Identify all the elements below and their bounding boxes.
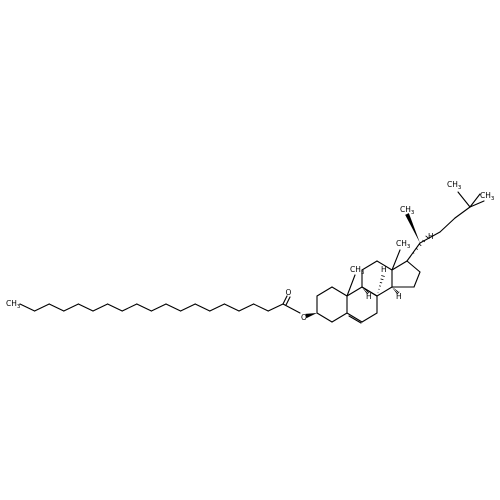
bond-10 [165,303,182,312]
bond-18 [282,295,288,305]
bond-32 [346,312,363,323]
atom-label-h-c17: H [428,232,434,241]
bond-7 [121,303,138,312]
atom-label-h-c9: H [366,292,372,301]
bond-13 [209,303,225,312]
hashed-bond-60 [394,289,396,291]
hashed-bond-67 [419,243,422,247]
hashed-bond-62 [395,290,399,294]
atom-label-oxo: O [286,288,292,297]
bond-17 [267,303,284,312]
bond-44 [346,274,356,297]
bond-5 [92,303,109,312]
bond-14 [223,303,240,312]
bond-23 [331,286,348,297]
hashed-bond-68 [422,239,426,243]
hashed-bond-65 [412,252,415,254]
bond-3 [63,303,79,312]
hashed-bond-48 [364,289,366,291]
bond-36 [376,260,393,271]
bond-40 [391,260,408,271]
bond-2 [48,303,65,312]
bond-8 [136,303,152,312]
bond-16 [253,303,269,312]
bond-25 [331,312,348,323]
atom-label-ester-o: O [301,313,307,322]
atom-label-ch3-c26: CH3 [447,180,462,191]
hashed-bond-63 [396,291,400,295]
hashed-bond-55 [379,281,383,284]
bond-35 [361,260,378,271]
bond-26 [316,312,333,323]
atom-label-layer: CH3 O O CH3 CH3 H H H H CH3 CH3 CH3 [6,180,495,322]
bond-72 [439,217,456,233]
hashed-bond-56 [380,278,384,281]
hashed-bond-66 [416,248,418,250]
bond-0 [19,303,36,312]
bond-39 [361,286,378,297]
bond-45 [391,249,401,271]
bond-9 [150,303,167,312]
hashed-bond-50 [365,290,369,294]
stereo-bond-layer [305,213,429,319]
bond-42 [413,271,421,288]
bond-19 [285,296,291,306]
hashed-bond-47 [363,288,365,290]
bond-11 [180,303,196,312]
bond-22 [316,286,333,297]
hashed-bond-49 [364,289,368,293]
hashed-bond-59 [393,288,395,290]
bond-15 [238,303,255,312]
bond-33 [348,315,362,324]
bond-1 [34,303,50,312]
atom-label-h-c14: H [396,292,402,301]
bond-6 [107,303,123,312]
hashed-bond-51 [366,291,370,295]
bond-4 [77,303,94,312]
wedge-bond-27 [305,313,317,319]
atom-label-ch3-c27: CH3 [480,191,495,202]
bond-73 [454,206,471,219]
bond-31 [361,312,378,323]
bond-layer [19,191,485,324]
hashed-bond-69 [425,235,429,239]
bond-12 [194,303,211,312]
atom-label-ch3-c10: CH3 [350,265,365,276]
wedge-bond-75 [405,213,420,243]
bond-28 [346,286,363,297]
bond-77 [469,200,485,208]
hashed-bond-54 [379,285,381,287]
atom-label-ch3-c13: CH3 [396,239,411,250]
bond-41 [406,260,421,273]
hashed-bond-57 [381,275,385,277]
atom-label-ch3-c21: CH3 [400,205,415,216]
bond-76 [457,191,471,208]
bond-38 [376,286,393,297]
bond-74 [469,193,481,208]
atom-label-h-c8: H [381,265,387,274]
bond-20 [282,303,301,314]
bond-70 [406,242,421,262]
hashed-bond-61 [394,289,398,293]
atom-label-ch3-tail: CH3 [6,299,21,310]
